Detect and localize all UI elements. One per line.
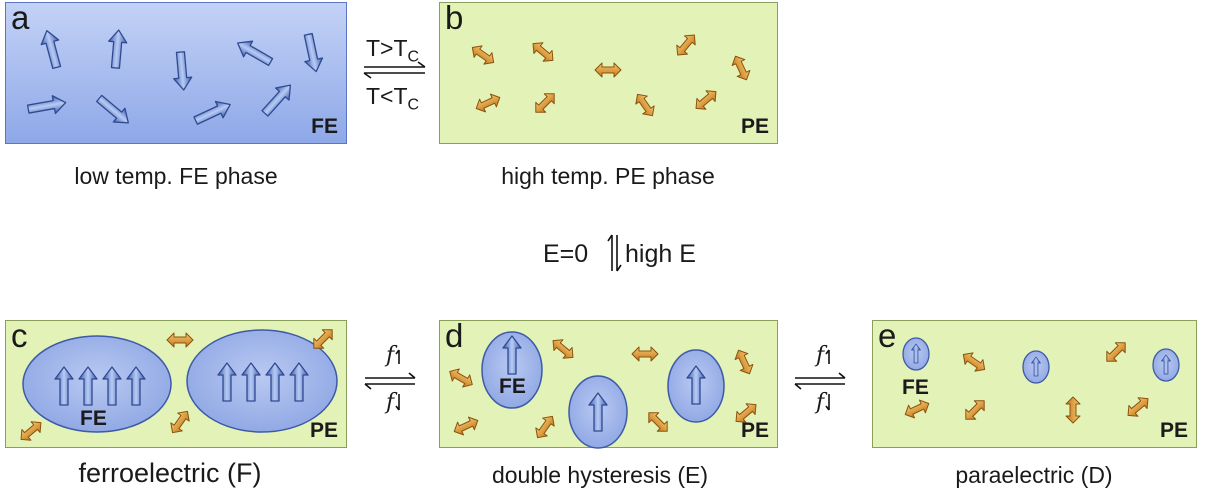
phase-tag-pe: PE [309, 419, 338, 442]
orange-dipole-arrow [467, 41, 499, 69]
panel-e: e PE [872, 317, 1197, 448]
caption-a: low temp. FE phase [74, 163, 278, 189]
panel-label-d: d [445, 317, 464, 354]
fe-domain-e-3 [1152, 348, 1180, 382]
orange-dipole-arrow [531, 411, 559, 443]
blue-dipole-arrow [232, 34, 276, 71]
label-t-above-tc: T>TC [366, 35, 419, 67]
phase-tag-pe: PE [1159, 419, 1188, 442]
blue-dipole-arrow [298, 31, 326, 75]
fe-domain-e-2 [1022, 350, 1050, 384]
caption-c: ferroelectric (F) [78, 458, 262, 488]
label-t-forward: T>T [366, 35, 408, 61]
orange-dipole-arrow [450, 413, 482, 439]
fe-domain-d-1 [481, 331, 543, 409]
fe-domain-e-1 [902, 337, 930, 371]
blue-dipole-arrow [170, 50, 194, 92]
label-e-zero: E=0 [543, 240, 589, 268]
temperature-equilibrium-arrows [363, 61, 426, 79]
orange-dipole-arrow [166, 406, 194, 438]
orange-dipole-arrow [901, 396, 933, 422]
blue-dipole-arrow [26, 93, 68, 119]
orange-dipole-arrow [731, 398, 761, 428]
label-high-e: high E [625, 240, 696, 268]
orange-dipole-arrow [445, 364, 477, 392]
panel-label-e: e [878, 317, 897, 354]
orange-dipole-arrow [472, 90, 504, 116]
domain-tag-fe: FE [902, 376, 929, 399]
label-t-backward: T<T [366, 83, 408, 109]
orange-dipole-arrow [1101, 337, 1131, 367]
frequency-equilibrium-arrows-de [794, 349, 846, 411]
fe-domain-d-2 [568, 375, 628, 449]
orange-dipole-arrow [631, 89, 659, 121]
fe-domain-d-3 [667, 349, 725, 423]
caption-e: paraelectric (D) [955, 462, 1113, 488]
fe-domain-c-left [22, 335, 172, 433]
label-f-decrease-cd: f [386, 390, 395, 415]
frequency-equilibrium-arrows-cd [364, 349, 416, 411]
orange-dipole-arrow [731, 346, 757, 378]
domain-tag-fe: FE [499, 375, 526, 398]
phase-tag-fe: FE [311, 115, 338, 138]
dipole-arrows-b [467, 30, 754, 121]
orange-dipole-arrow [530, 88, 560, 118]
blue-dipole-arrow [257, 78, 298, 121]
label-f-increase-de: f [816, 343, 825, 368]
orange-dipole-arrow [958, 348, 990, 376]
orange-dipole-arrow [528, 37, 558, 67]
phase-tag-pe: PE [740, 419, 769, 442]
orange-dipole-arrow [643, 407, 673, 437]
orange-dipole-arrow [691, 85, 721, 115]
orange-dipole-arrow [166, 332, 194, 348]
label-f-increase-cd: f [386, 343, 395, 368]
dipole-arrows-e [901, 337, 1153, 425]
panel-a: a FE [5, 0, 347, 144]
field-equilibrium-arrows [607, 234, 622, 272]
phase-tag-pe: PE [740, 115, 769, 138]
blue-dipole-arrow [105, 28, 129, 70]
blue-dipole-arrow [92, 90, 135, 131]
panel-label-c: c [11, 317, 28, 354]
caption-b: high temp. PE phase [501, 163, 715, 189]
orange-dipole-arrow [1123, 392, 1153, 422]
panel-label-a: a [11, 0, 30, 36]
domain-tag-fe: FE [80, 407, 107, 430]
orange-dipole-arrow [16, 416, 46, 446]
orange-dipole-arrow [548, 334, 578, 364]
orange-dipole-arrow [594, 62, 622, 78]
fe-domain-c-right [186, 329, 338, 433]
orange-dipole-arrow [728, 52, 754, 84]
orange-dipole-arrow [631, 346, 659, 362]
label-f-decrease-de: f [816, 390, 825, 415]
label-tc-sub: C [407, 96, 420, 114]
dipole-arrows-a [26, 27, 326, 131]
label-tc-sub: C [407, 48, 420, 66]
label-t-below-tc: T<TC [366, 83, 419, 115]
orange-dipole-arrow [960, 395, 990, 425]
blue-dipole-arrow [37, 27, 67, 71]
panel-label-b: b [445, 0, 464, 36]
caption-d: double hysteresis (E) [491, 462, 709, 488]
blue-dipole-arrow [191, 95, 235, 130]
orange-dipole-arrow [1065, 396, 1081, 424]
orange-dipole-arrow [671, 30, 701, 60]
